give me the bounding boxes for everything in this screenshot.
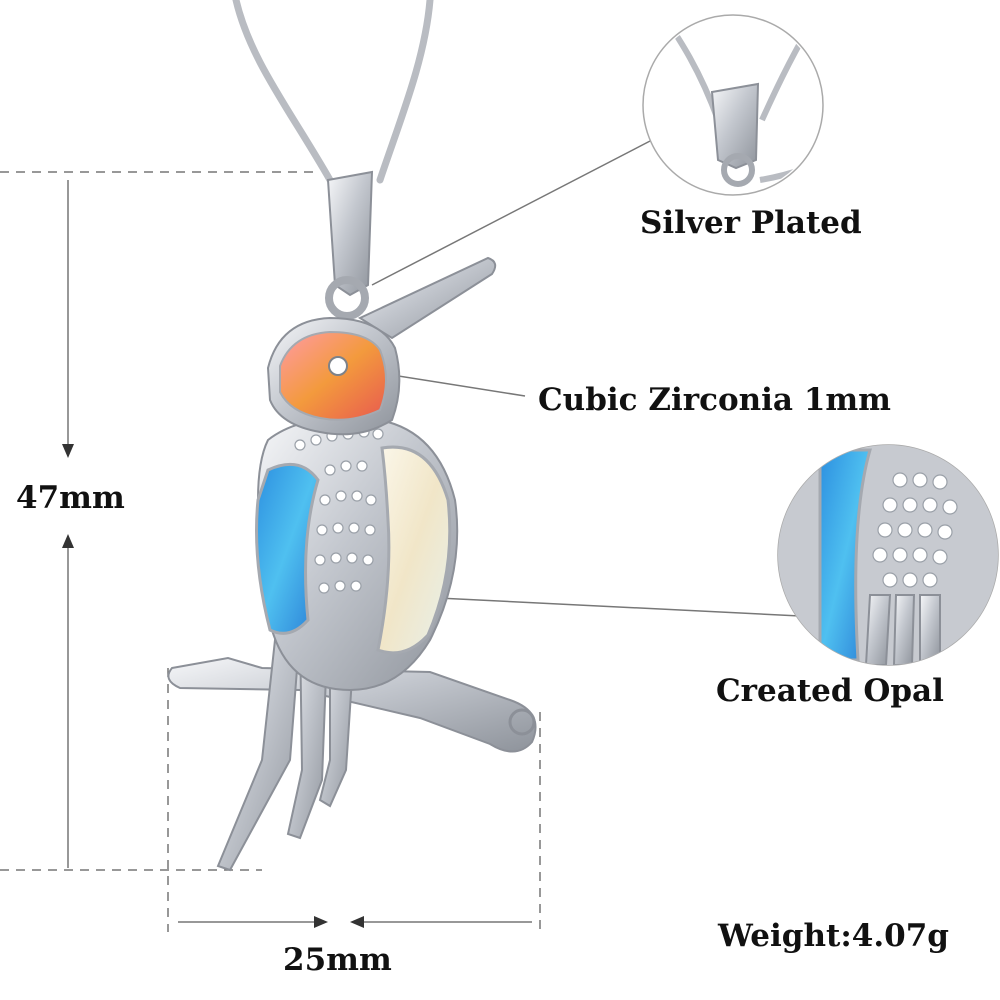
branch <box>167 656 537 753</box>
dimension-arrowheads <box>62 444 364 928</box>
eye-gem <box>328 356 348 376</box>
silver-plated-label: Silver Plated <box>640 205 862 241</box>
height-dimension-label: 47mm <box>16 480 125 516</box>
bird-head <box>266 256 497 436</box>
chain <box>232 0 434 184</box>
created-opal-label: Created Opal <box>716 673 944 709</box>
weight-label: Weight:4.07g <box>718 918 949 954</box>
opal-closeup <box>777 444 999 666</box>
cubic-zirconia-label: Cubic Zirconia 1mm <box>538 382 891 418</box>
dimension-lines <box>0 139 801 932</box>
width-dimension-label: 25mm <box>283 942 392 978</box>
bird-body <box>255 416 459 692</box>
bail-closeup <box>642 14 824 196</box>
bail <box>325 170 374 320</box>
